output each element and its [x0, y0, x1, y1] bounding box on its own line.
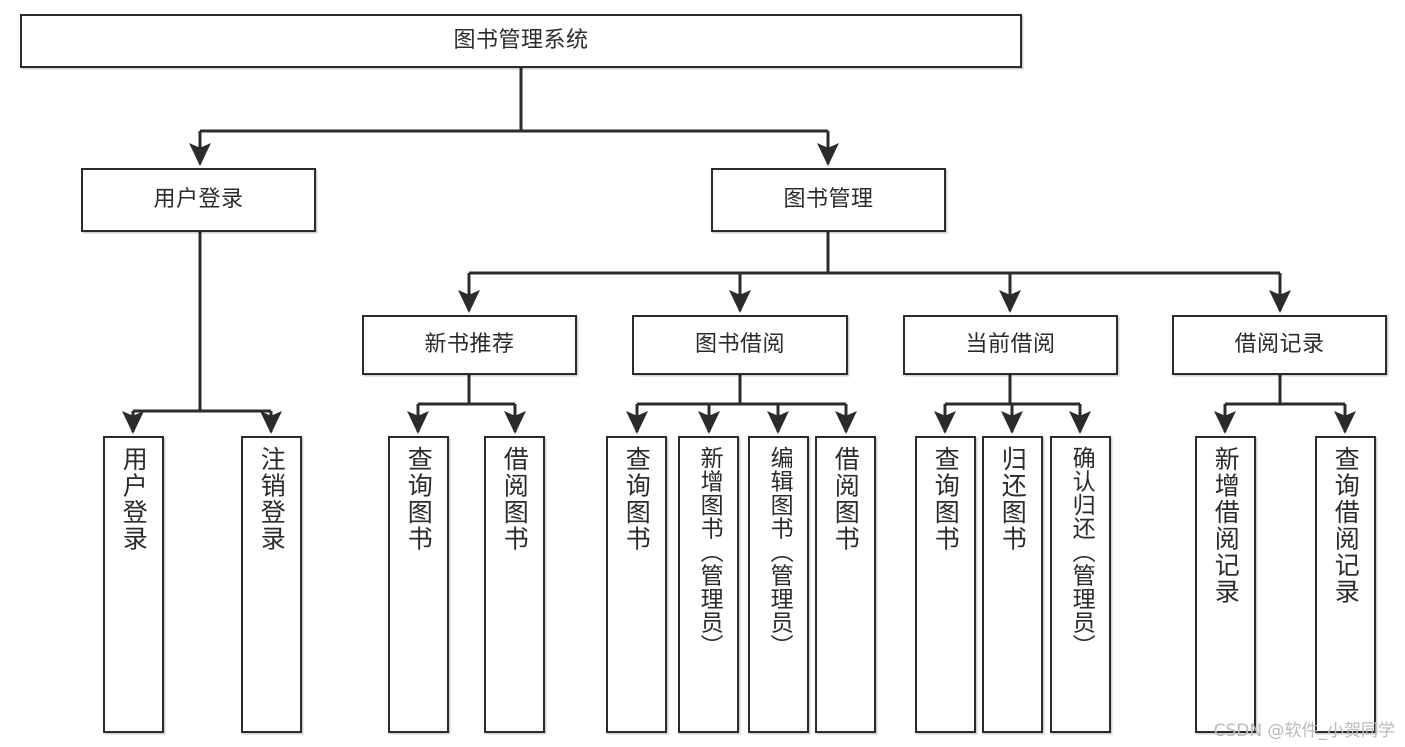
node-root[interactable]: 图书管理系统: [20, 14, 1022, 68]
leaf-user-login-label: 用户登录: [119, 446, 149, 552]
node-borrow-record[interactable]: 借阅记录: [1172, 315, 1387, 375]
leaf-currentborrow-return-books-label: 归还图书: [998, 446, 1028, 552]
leaf-bookborrow-add-book-admin[interactable]: 新增图书（管理员）: [678, 436, 739, 733]
leaf-currentborrow-return-books[interactable]: 归还图书: [982, 436, 1043, 733]
leaf-logout[interactable]: 注销登录: [241, 436, 302, 733]
node-current-borrow-label: 当前借阅: [965, 332, 1056, 358]
leaf-bookborrow-search-books-label: 查询图书: [622, 446, 652, 552]
node-book-borrow[interactable]: 图书借阅: [632, 315, 848, 375]
leaf-user-login[interactable]: 用户登录: [103, 436, 164, 733]
leaf-currentborrow-confirm-return-admin-label: 确认归还（管理员）: [1068, 446, 1095, 658]
node-root-label: 图书管理系统: [453, 28, 589, 54]
node-user-login[interactable]: 用户登录: [81, 168, 316, 232]
leaf-currentborrow-search-books[interactable]: 查询图书: [915, 436, 976, 733]
watermark: CSDN @软件_小贺同学: [1213, 721, 1395, 741]
node-book-manage-label: 图书管理: [783, 187, 874, 213]
leaf-logout-label: 注销登录: [257, 446, 287, 552]
node-user-login-label: 用户登录: [153, 187, 244, 213]
leaf-bookborrow-borrow-books-label: 借阅图书: [831, 446, 861, 552]
leaf-bookborrow-edit-book-admin-label: 编辑图书（管理员）: [766, 446, 793, 658]
leaf-bookborrow-edit-book-admin[interactable]: 编辑图书（管理员）: [748, 436, 809, 733]
leaf-bookborrow-add-book-admin-label: 新增图书（管理员）: [696, 446, 723, 658]
leaf-newbook-borrow-books[interactable]: 借阅图书: [484, 436, 545, 733]
leaf-newbook-borrow-books-label: 借阅图书: [500, 446, 530, 552]
node-new-book-recommend[interactable]: 新书推荐: [362, 315, 577, 375]
leaf-newbook-search-books[interactable]: 查询图书: [388, 436, 449, 733]
leaf-currentborrow-confirm-return-admin[interactable]: 确认归还（管理员）: [1050, 436, 1111, 733]
leaf-borrowrecord-search-record[interactable]: 查询借阅记录: [1315, 436, 1376, 733]
leaf-bookborrow-search-books[interactable]: 查询图书: [606, 436, 667, 733]
node-book-manage[interactable]: 图书管理: [711, 168, 946, 232]
node-borrow-record-label: 借阅记录: [1234, 332, 1325, 358]
leaf-borrowrecord-search-record-label: 查询借阅记录: [1331, 446, 1361, 605]
leaf-borrowrecord-add-record-label: 新增借阅记录: [1211, 446, 1241, 605]
leaf-bookborrow-borrow-books[interactable]: 借阅图书: [815, 436, 876, 733]
node-book-borrow-label: 图书借阅: [694, 332, 785, 358]
leaf-currentborrow-search-books-label: 查询图书: [931, 446, 961, 552]
leaf-newbook-search-books-label: 查询图书: [404, 446, 434, 552]
node-new-book-recommend-label: 新书推荐: [424, 332, 515, 358]
leaf-borrowrecord-add-record[interactable]: 新增借阅记录: [1195, 436, 1256, 733]
node-current-borrow[interactable]: 当前借阅: [903, 315, 1118, 375]
